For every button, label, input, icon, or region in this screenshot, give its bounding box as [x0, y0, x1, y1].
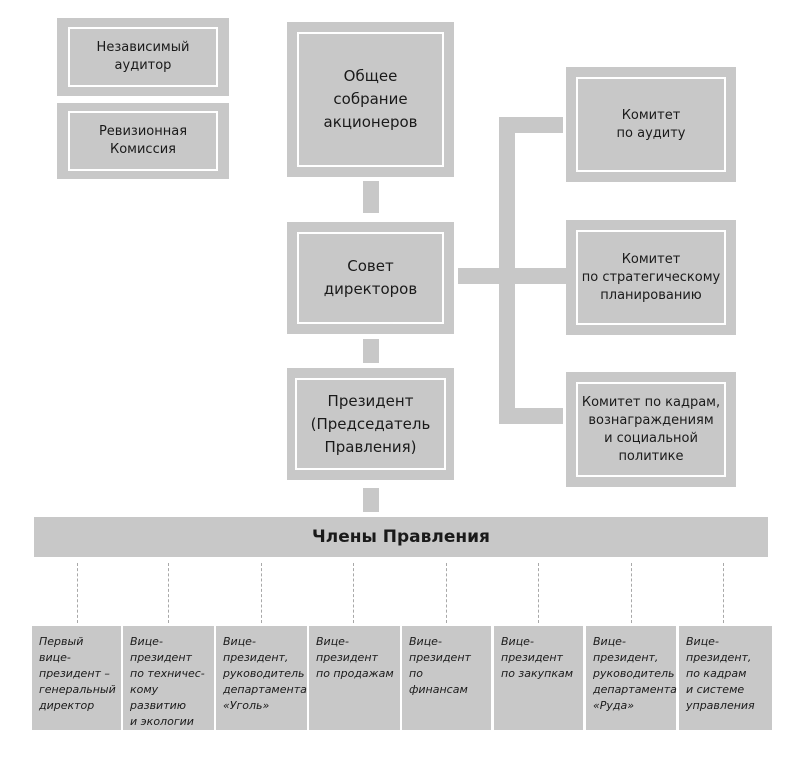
- connector-board-president: [363, 339, 379, 363]
- member-vp-sales: Вице- президент по продажам: [309, 626, 400, 730]
- connector-president-members: [363, 488, 379, 512]
- president-box: Президент (Председатель Правления): [287, 368, 454, 480]
- dashed-connector: [77, 563, 78, 623]
- member-vp-coal-department: Вице- президент, руководитель департамен…: [216, 626, 307, 730]
- audit-committee-box: Комитет по аудиту: [566, 67, 736, 182]
- audit-committee-label: Комитет по аудиту: [576, 77, 726, 172]
- member-vp-hr-management: Вице- президент, по кадрам и системе упр…: [679, 626, 772, 730]
- strategic-planning-committee-box: Комитет по стратегическому планированию: [566, 220, 736, 335]
- board-members-bar: Члены Правления: [34, 517, 768, 557]
- member-vp-ore-department: Вице- президент, руководитель департамен…: [586, 626, 677, 730]
- dashed-connector: [168, 563, 169, 623]
- strategic-planning-committee-label: Комитет по стратегическому планированию: [576, 230, 726, 325]
- member-vp-finance: Вице- президент по финансам: [402, 626, 491, 730]
- independent-auditor-box: Независимый аудитор: [57, 18, 229, 96]
- dashed-connector: [446, 563, 447, 623]
- revision-commission-box: Ревизионная Комиссия: [57, 103, 229, 179]
- revision-commission-label: Ревизионная Комиссия: [68, 111, 218, 171]
- member-vp-procurement: Вице- президент по закупкам: [494, 626, 583, 730]
- shareholders-meeting-box: Общее собрание акционеров: [287, 22, 454, 177]
- connector-shareholders-board: [363, 181, 379, 213]
- board-members-title: Члены Правления: [312, 527, 490, 547]
- dashed-connector: [723, 563, 724, 623]
- dashed-connector: [261, 563, 262, 623]
- dashed-connector: [353, 563, 354, 623]
- shareholders-meeting-label: Общее собрание акционеров: [297, 32, 444, 167]
- connector-audit-committee: [499, 117, 563, 133]
- dashed-connector: [631, 563, 632, 623]
- member-first-vice-president: Первый вице- президент – генеральный дир…: [32, 626, 121, 730]
- independent-auditor-label: Независимый аудитор: [68, 27, 218, 87]
- dashed-connector: [538, 563, 539, 623]
- hr-committee-label: Комитет по кадрам, вознаграждениям и соц…: [576, 382, 726, 477]
- board-of-directors-box: Совет директоров: [287, 222, 454, 334]
- president-label: Президент (Председатель Правления): [295, 378, 446, 470]
- connector-hr-committee: [499, 408, 563, 424]
- hr-committee-box: Комитет по кадрам, вознаграждениям и соц…: [566, 372, 736, 487]
- board-of-directors-label: Совет директоров: [297, 232, 444, 324]
- committees-vertical-line: [499, 117, 515, 424]
- member-vp-technical-development: Вице- президент по техничес- кому развит…: [123, 626, 214, 730]
